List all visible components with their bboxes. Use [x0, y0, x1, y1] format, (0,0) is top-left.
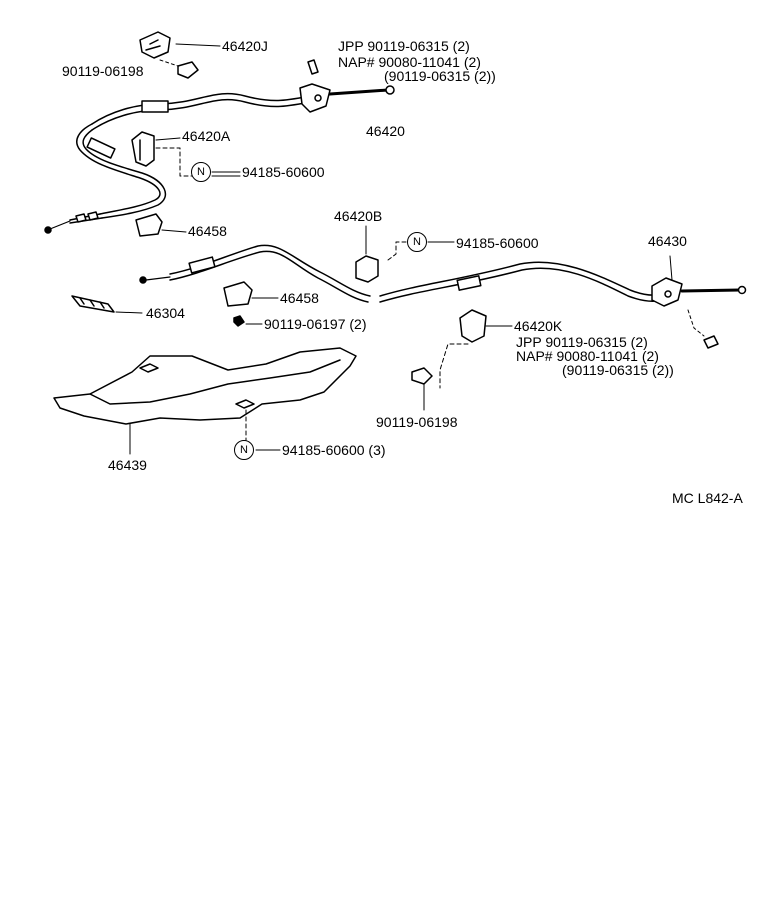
label-jpp-1: JPP 90119-06315 (2) [338, 38, 470, 54]
label-46304: 46304 [146, 305, 185, 321]
label-46439: 46439 [108, 457, 147, 473]
label-nap-2: NAP# 90080-11041 (2) [516, 348, 659, 364]
label-46420B: 46420B [334, 208, 383, 224]
part-46304 [71, 295, 143, 314]
bolt-90119-06198 [411, 367, 433, 411]
label-46430: 46430 [648, 233, 687, 249]
bracket-46458-lower [223, 281, 279, 327]
bracket-46420K [439, 309, 513, 389]
label-alt-2: (90119-06315 (2)) [562, 362, 674, 378]
label-nap-1: NAP# 90080-11041 (2) [338, 54, 481, 70]
label-94185-60600-c: 94185-60600 (3) [282, 442, 386, 458]
label-46420: 46420 [366, 123, 405, 139]
bracket-46420B [355, 225, 411, 283]
label-90119-06198-b: 90119-06198 [376, 414, 458, 430]
label-94185-60600-b: 94185-60600 [456, 235, 539, 251]
label-46420A: 46420A [182, 128, 231, 144]
note-n-icon: N [407, 232, 427, 252]
bracket-46458-upper [135, 213, 187, 237]
note-n-icon: N [234, 440, 254, 460]
note-leaders [211, 171, 455, 243]
label-94185-60600-a: 94185-60600 [242, 164, 325, 180]
cable-46430 [139, 244, 747, 349]
reference-code: MC L842-A [672, 490, 743, 506]
clamp-46420J [139, 31, 221, 79]
note-n-icon: N [191, 162, 211, 182]
label-90119-06198-a: 90119-06198 [62, 63, 144, 79]
cable-46420 [44, 59, 395, 234]
label-90119-06197: 90119-06197 (2) [264, 316, 367, 332]
label-alt-1: (90119-06315 (2)) [384, 68, 496, 84]
label-46420K: 46420K [514, 318, 563, 334]
heat-shield-46439 [53, 347, 357, 455]
label-jpp-2: JPP 90119-06315 (2) [516, 334, 648, 350]
label-46458-b: 46458 [280, 290, 319, 306]
label-46420J: 46420J [222, 38, 268, 54]
label-46458-a: 46458 [188, 223, 227, 239]
bracket-46420A [131, 131, 241, 177]
